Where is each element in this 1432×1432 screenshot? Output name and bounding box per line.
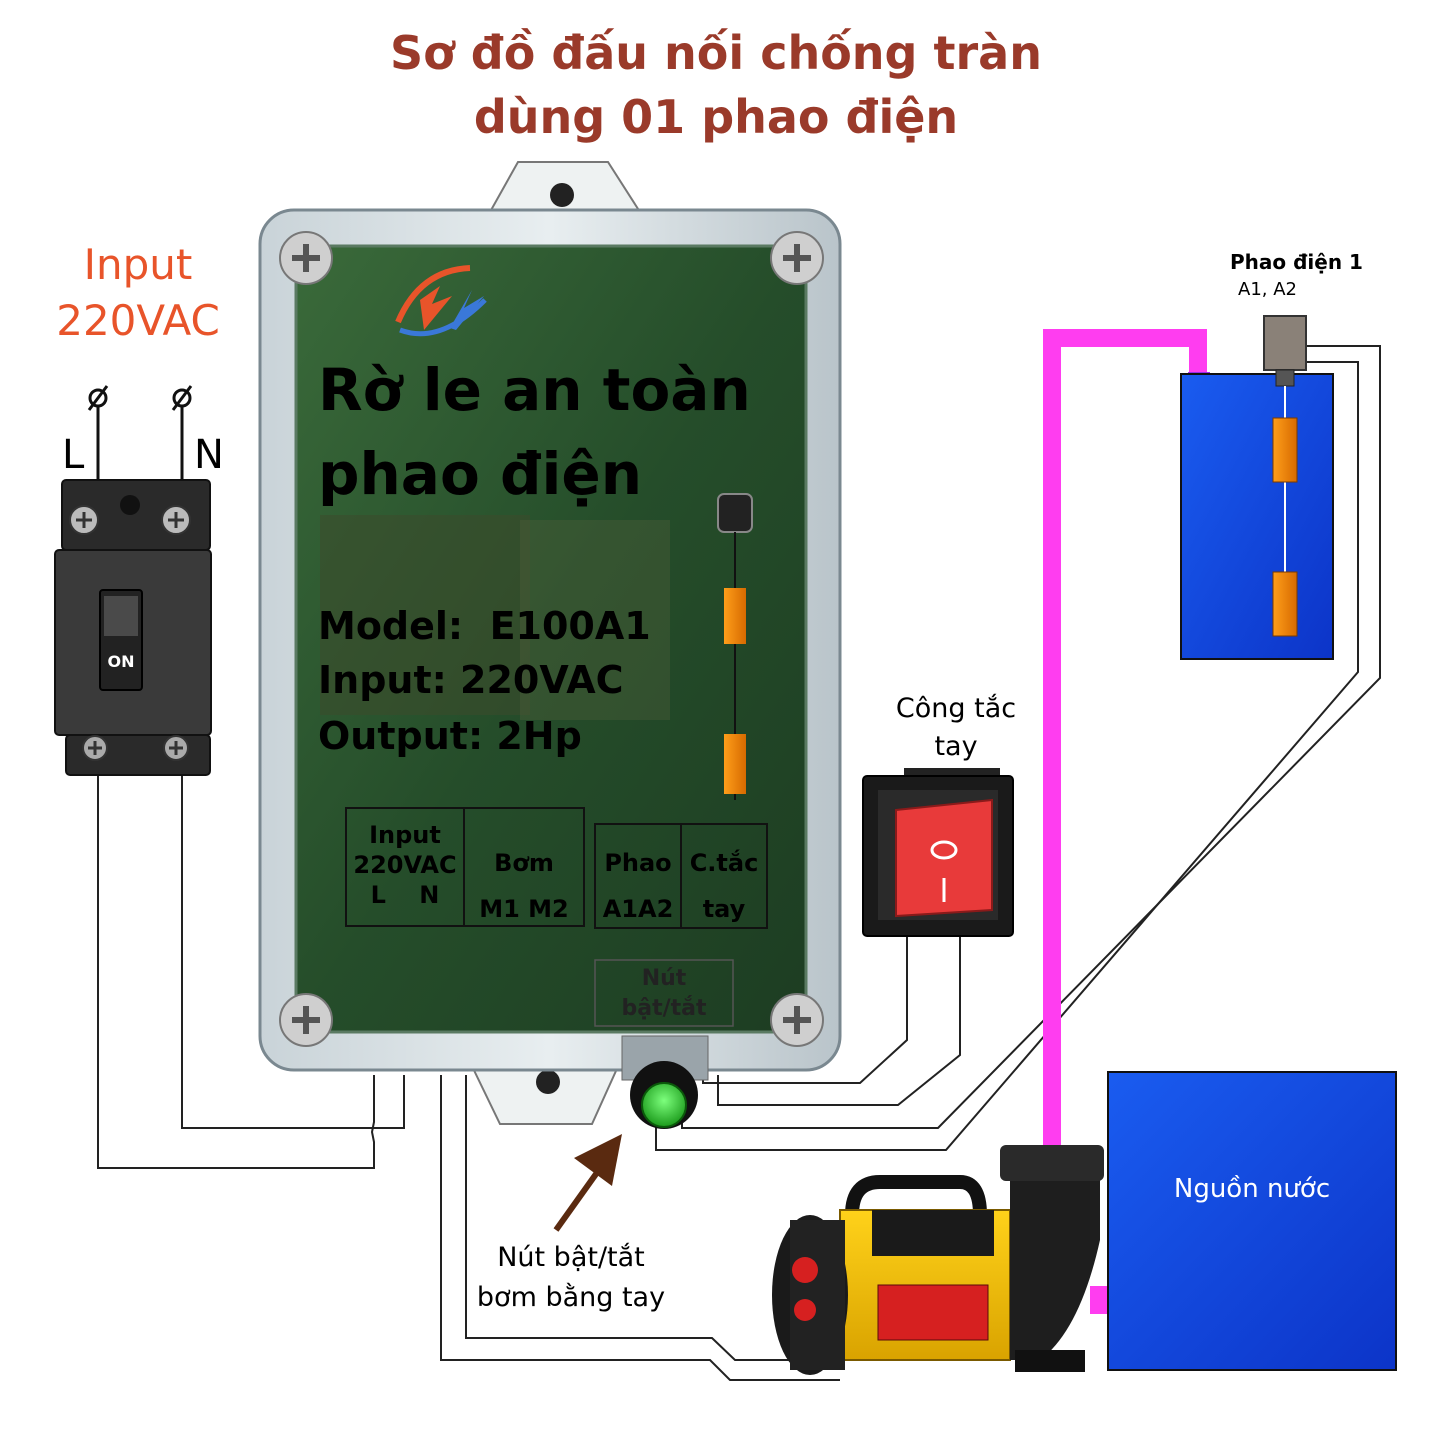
manual-switch-label: Công tắc tay: [876, 690, 1036, 766]
terminal-input-line1: Input: [369, 821, 441, 849]
terminal-switch-line1: C.tắc: [689, 849, 759, 877]
wire-breaker-L: [97, 775, 375, 1169]
terminal-switch: C.tắc tay: [681, 840, 767, 932]
breaker-on-label: ON: [107, 652, 135, 671]
diagram-title-line1: Sơ đồ đấu nối chống tràn: [390, 26, 1042, 80]
terminal-pump-line1: Bơm: [494, 849, 554, 877]
terminal-switch-line2: tay: [702, 895, 746, 923]
input-label-line2: 220VAC: [56, 296, 220, 345]
water-pump: [772, 1145, 1104, 1375]
input-label-line1: Input: [83, 240, 193, 289]
upper-water-tank: [1180, 373, 1334, 660]
relay-model: Model: E100A1: [318, 604, 651, 648]
push-button: [621, 1035, 709, 1129]
relay-name-line1: Rờ le an toàn: [318, 356, 751, 424]
wire-float: [655, 345, 1381, 1151]
relay-name-line2: phao điện: [318, 440, 643, 508]
float-label-line1: Phao điện 1: [1230, 250, 1363, 274]
terminal-pump: Bơm M1 M2: [464, 840, 584, 932]
float-sensor-1: [1263, 315, 1307, 637]
breaker-terminal-N: N: [194, 432, 224, 478]
water-source-label: Nguồn nước: [1173, 1174, 1331, 1204]
terminal-button: Nút bật/tắt: [595, 964, 733, 1024]
button-note-line1: Nút bật/tắt: [497, 1242, 645, 1273]
manual-rocker-switch: [862, 768, 1014, 937]
relay-box: [258, 161, 842, 1125]
terminal-float-line2: A1A2: [602, 895, 674, 923]
button-note-line2: bơm bằng tay: [476, 1282, 666, 1313]
manual-switch-label-line1: Công tắc: [895, 693, 1017, 724]
diagram-title-line2: dùng 01 phao điện: [473, 90, 959, 144]
terminal-float: Phao A1A2: [595, 840, 681, 932]
terminal-input-line3: L N: [370, 881, 440, 909]
terminal-button-line1: Nút: [641, 966, 687, 991]
wire-breaker-N: [181, 775, 405, 1129]
manual-switch-label-line2: tay: [934, 731, 978, 762]
button-note: Nút bật/tắt bơm bằng tay: [466, 1238, 676, 1318]
brand-logo-icon: [395, 265, 487, 337]
relay-input: Input: 220VAC: [318, 658, 624, 702]
relay-output: Output: 2Hp: [318, 714, 582, 758]
terminal-button-line2: bật/tắt: [621, 996, 707, 1021]
screw-icon: [279, 231, 824, 1047]
arrow-icon: [553, 1134, 622, 1232]
circuit-breaker: [54, 385, 212, 776]
wire-pump-M1: [440, 1075, 840, 1381]
terminal-input: Input 220VAC L N: [346, 820, 464, 910]
terminal-float-line1: Phao: [604, 849, 672, 877]
wire-pump-M2: [465, 1075, 840, 1361]
terminal-pump-line2: M1 M2: [479, 895, 569, 923]
breaker-terminal-L: L: [62, 432, 85, 478]
terminal-input-line2: 220VAC: [353, 851, 457, 879]
float-label-line2: A1, A2: [1238, 279, 1297, 300]
water-source-tank: [1107, 1071, 1397, 1371]
